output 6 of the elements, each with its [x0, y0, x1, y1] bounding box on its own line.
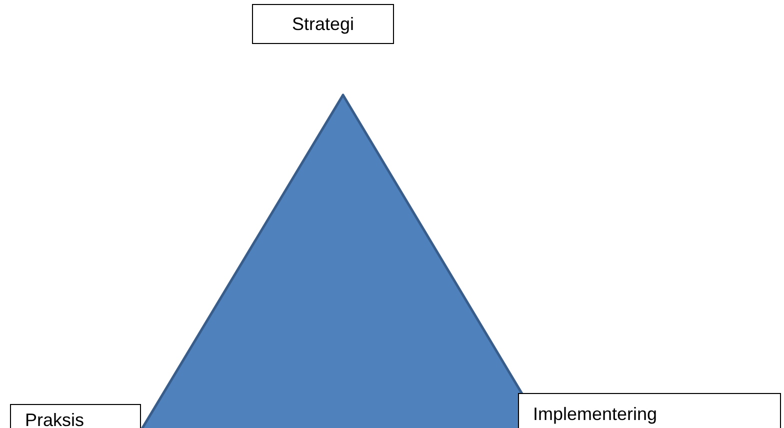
- text-box: [518, 393, 781, 428]
- text-box: [10, 404, 141, 428]
- box-label: Praksis: [25, 410, 84, 428]
- text-box: [252, 4, 394, 44]
- box-label: Implementering: [533, 404, 658, 425]
- box-label: Strategi: [292, 14, 354, 34]
